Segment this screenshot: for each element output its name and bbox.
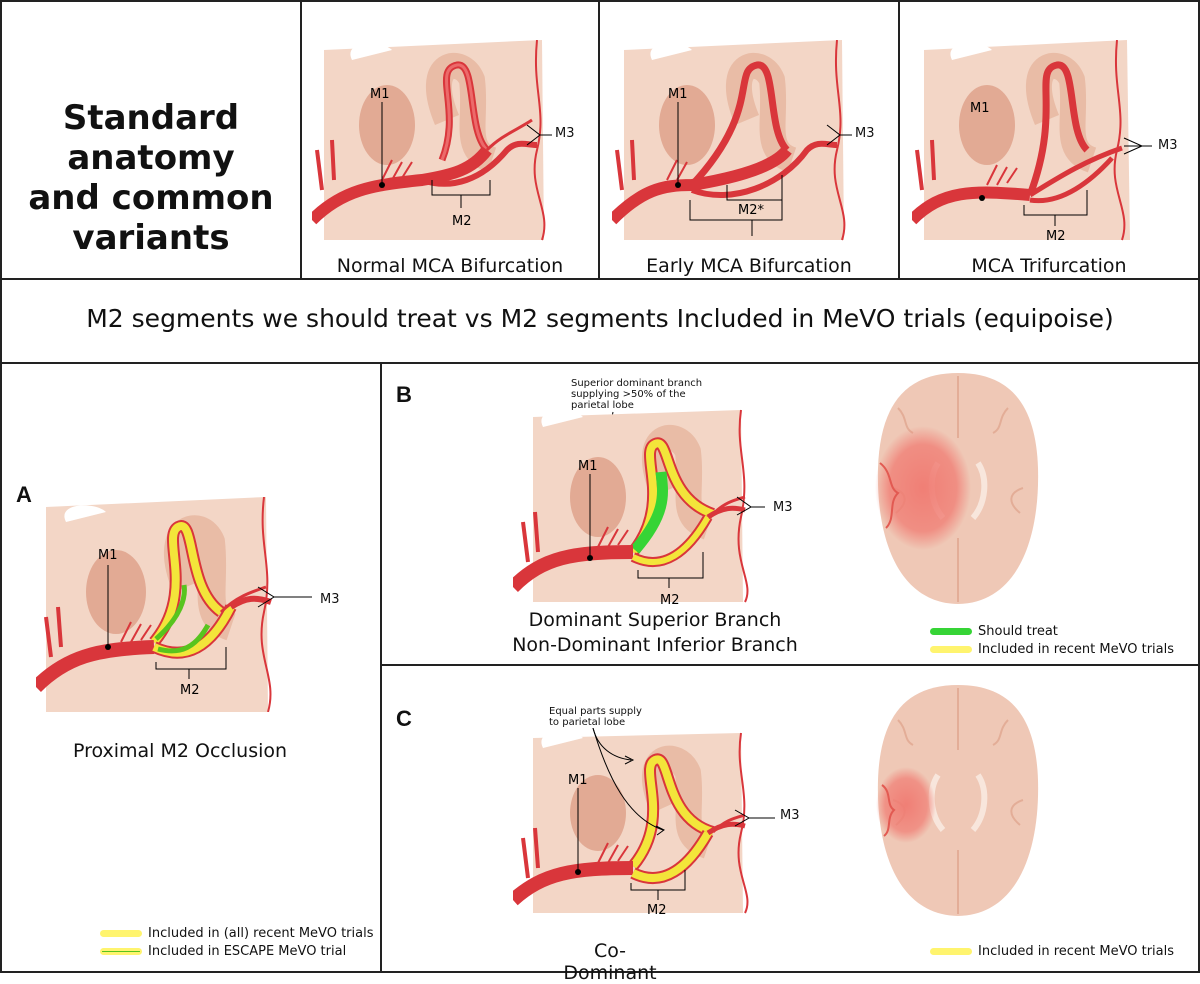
- legend-row-escape-trial: Included in ESCAPE MeVO trial: [100, 942, 373, 960]
- panel-c-brain-axial: [876, 685, 1039, 916]
- panel-b-m3-label: M3: [773, 500, 793, 515]
- m2-label: M2: [647, 903, 667, 918]
- panel-b-box: [380, 362, 1200, 666]
- legend-label: Included in recent MeVO trials: [978, 641, 1175, 657]
- m3-label-early: M3: [855, 126, 875, 141]
- title-line-3: variants: [72, 218, 230, 258]
- infarct-region: [876, 767, 936, 843]
- legend-label: Included in (all) recent MeVO trials: [148, 925, 374, 941]
- panel-b-legend: Should treat Included in recent MeVO tri…: [930, 622, 1174, 658]
- m2-label: M2: [1046, 229, 1066, 244]
- annotation-line: supplying >50% of the: [571, 389, 686, 400]
- title-line-1: Standard anatomy: [62, 98, 240, 178]
- caption-line: Dominant Superior Branch: [528, 609, 782, 631]
- yellow-green-swatch: [100, 947, 142, 955]
- panel-a-illustration: M1 M2 M3: [36, 497, 312, 712]
- m2-label: M2: [660, 593, 680, 608]
- panel-c-letter: C: [396, 706, 412, 731]
- yellow-swatch: [100, 929, 142, 937]
- annotation-line: Equal parts supply: [549, 706, 642, 717]
- panel-b-caption: Dominant Superior Branch Non-Dominant In…: [505, 608, 805, 658]
- variant-caption-trifurcation: MCA Trifurcation: [971, 255, 1127, 277]
- panel-a-m3-label: M3: [320, 592, 340, 607]
- panel-c-box: [380, 664, 1200, 973]
- caption-line: Non-Dominant Inferior Branch: [512, 634, 798, 656]
- yellow-swatch: [930, 645, 972, 653]
- m3-label-trifurcation: M3: [1158, 138, 1178, 153]
- lentiform-nucleus: [359, 85, 415, 165]
- panel-a-legend: Included in (all) recent MeVO trials Inc…: [100, 924, 373, 960]
- m1-label: M1: [98, 548, 118, 563]
- infarct-region: [875, 426, 971, 550]
- legend-label: Included in ESCAPE MeVO trial: [148, 943, 347, 959]
- m1-label: M1: [970, 101, 990, 116]
- panel-c-annotation: Equal parts supply to parietal lobe: [549, 706, 642, 728]
- panel-b-annotation: Superior dominant branch supplying >50% …: [571, 378, 702, 411]
- section-title: Standard anatomy and common variants: [0, 98, 302, 258]
- panel-b-illustration: M1 M2: [513, 409, 765, 608]
- m1-label: M1: [668, 87, 688, 102]
- early-bifurcation-illustration: M1 M2*: [612, 40, 852, 241]
- m1-label: M1: [370, 87, 390, 102]
- m3-label-normal: M3: [555, 126, 575, 141]
- m1-label: M1: [578, 459, 598, 474]
- legend-label: Included in recent MeVO trials: [978, 943, 1175, 959]
- legend-row-recent-trials: Included in recent MeVO trials: [930, 640, 1174, 658]
- annotation-line: parietal lobe: [571, 400, 634, 411]
- panel-b-letter: B: [396, 382, 412, 407]
- panel-c-m3-label: M3: [780, 808, 800, 823]
- m2-label: M2: [452, 214, 472, 229]
- yellow-swatch: [930, 947, 972, 955]
- panel-c-illustration: M1 M2: [513, 728, 775, 918]
- legend-row-should-treat: Should treat: [930, 622, 1174, 640]
- panel-b-brain-axial: [875, 373, 1039, 604]
- intro-box: [0, 0, 302, 280]
- normal-bifurcation-illustration: M1 M2 M3: [312, 40, 552, 241]
- panel-c-legend: Included in recent MeVO trials: [930, 942, 1174, 960]
- annotation-line: Superior dominant branch: [571, 378, 703, 389]
- panel-a-letter: A: [16, 482, 32, 507]
- trifurcation-illustration: M1 M2: [912, 40, 1152, 244]
- variant-caption-early: Early MCA Bifurcation: [646, 255, 852, 277]
- panel-c-caption: Co-Dominant: [563, 940, 657, 984]
- banner-title: M2 segments we should treat vs M2 segmen…: [86, 304, 1114, 333]
- title-line-2: and common: [28, 178, 274, 218]
- legend-row-recent-trials: Included in recent MeVO trials: [930, 942, 1174, 960]
- legend-label: Should treat: [978, 623, 1058, 639]
- m2-star-label: M2*: [738, 203, 764, 218]
- variant-caption-normal: Normal MCA Bifurcation: [336, 255, 564, 277]
- green-swatch: [930, 627, 972, 635]
- m2-label: M2: [180, 683, 200, 698]
- legend-row-all-trials: Included in (all) recent MeVO trials: [100, 924, 373, 942]
- annotation-line: to parietal lobe: [549, 717, 626, 728]
- m1-label: M1: [568, 773, 588, 788]
- panel-a-caption: Proximal M2 Occlusion: [72, 740, 288, 762]
